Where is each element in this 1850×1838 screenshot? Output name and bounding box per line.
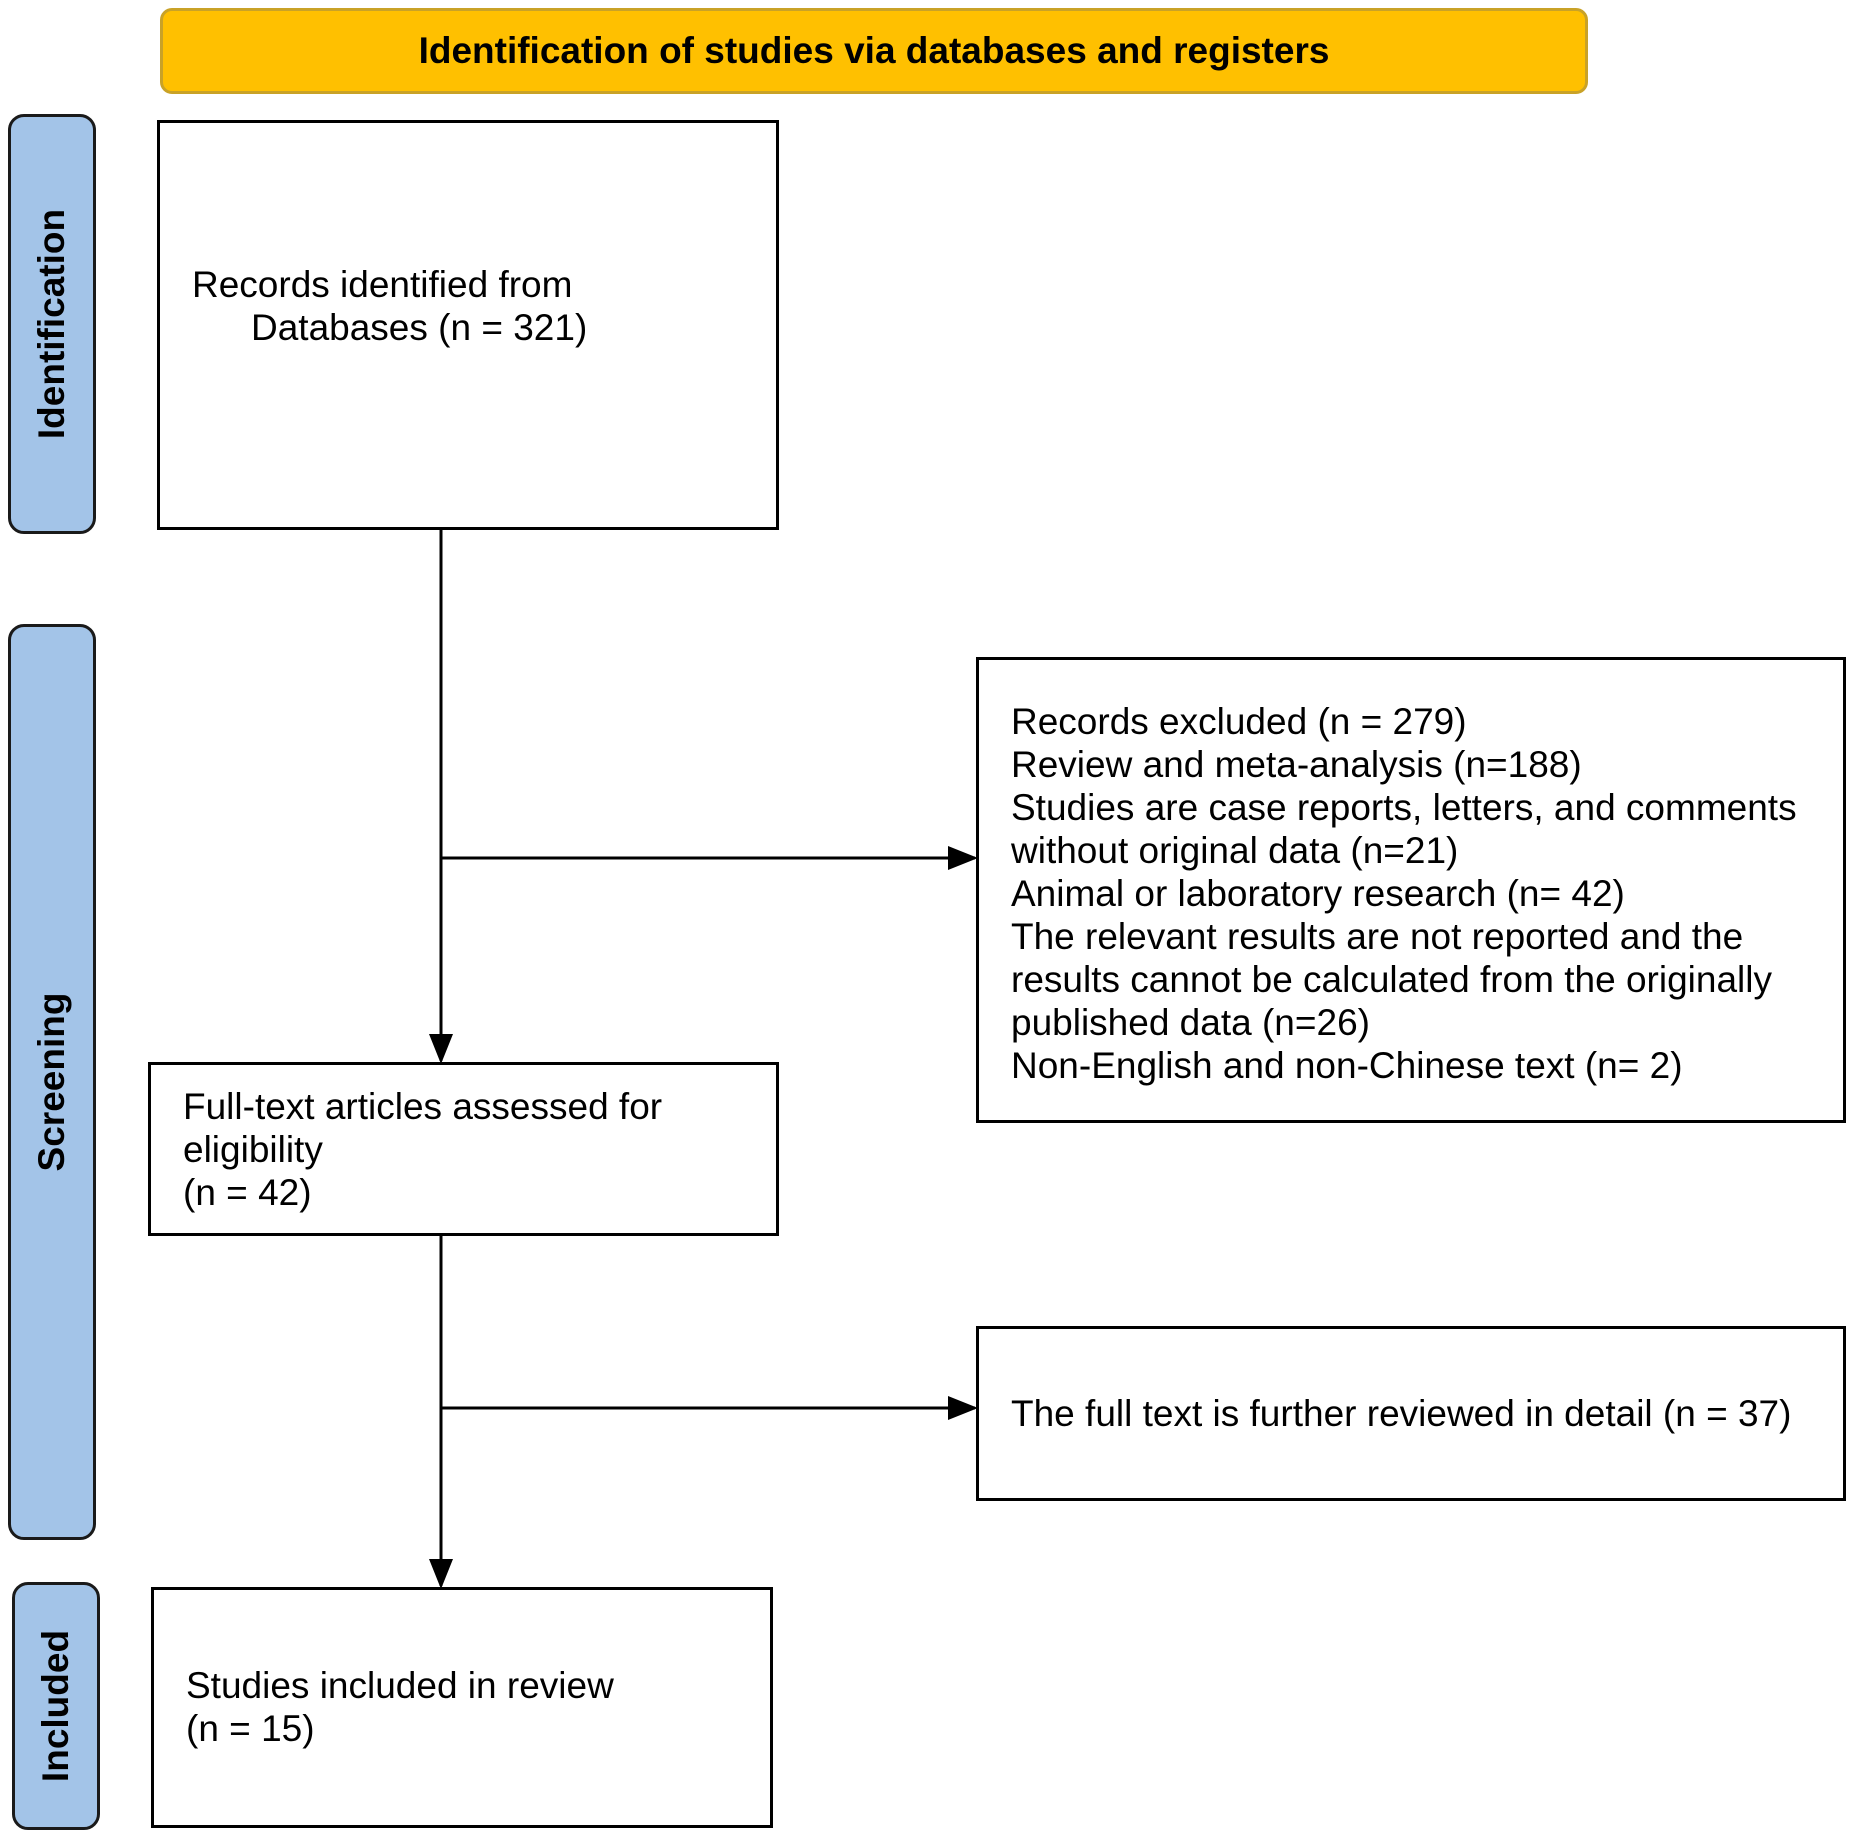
excluded-line-4: without original data (n=21)	[1011, 830, 1459, 871]
excluded-line-8: published data (n=26)	[1011, 1002, 1370, 1043]
excluded-line-7: results cannot be calculated from the or…	[1011, 959, 1772, 1000]
records-identified-box: Records identified from Databases (n = 3…	[157, 120, 779, 530]
phase-identification: Identification	[8, 114, 96, 534]
records-identified-line2: Databases (n = 321)	[251, 307, 588, 348]
excluded-line-6: The relevant results are not reported an…	[1011, 916, 1744, 957]
phase-included: Included	[12, 1582, 100, 1830]
full-text-line1: Full-text articles assessed for	[183, 1086, 663, 1127]
full-text-box: Full-text articles assessed for eligibil…	[148, 1062, 779, 1236]
excluded-line-3: Studies are case reports, letters, and c…	[1011, 787, 1797, 828]
excluded-line-5: Animal or laboratory research (n= 42)	[1011, 873, 1625, 914]
reviewed-box: The full text is further reviewed in det…	[976, 1326, 1846, 1501]
full-text-line2: eligibility	[183, 1129, 323, 1170]
excluded-box: Records excluded (n = 279) Review and me…	[976, 657, 1846, 1123]
phase-screening: Screening	[8, 624, 96, 1540]
identification-header: Identification of studies via databases …	[160, 8, 1588, 94]
included-line1: Studies included in review	[186, 1665, 614, 1706]
included-line2: (n = 15)	[186, 1708, 315, 1749]
reviewed-line: The full text is further reviewed in det…	[1011, 1393, 1792, 1434]
excluded-line-1: Records excluded (n = 279)	[1011, 701, 1467, 742]
header-title: Identification of studies via databases …	[418, 30, 1330, 71]
records-identified-line1: Records identified from	[192, 264, 573, 305]
included-box: Studies included in review (n = 15)	[151, 1587, 773, 1828]
full-text-line3: (n = 42)	[183, 1172, 312, 1213]
excluded-line-2: Review and meta-analysis (n=188)	[1011, 744, 1582, 785]
excluded-line-9: Non-English and non-Chinese text (n= 2)	[1011, 1045, 1683, 1086]
